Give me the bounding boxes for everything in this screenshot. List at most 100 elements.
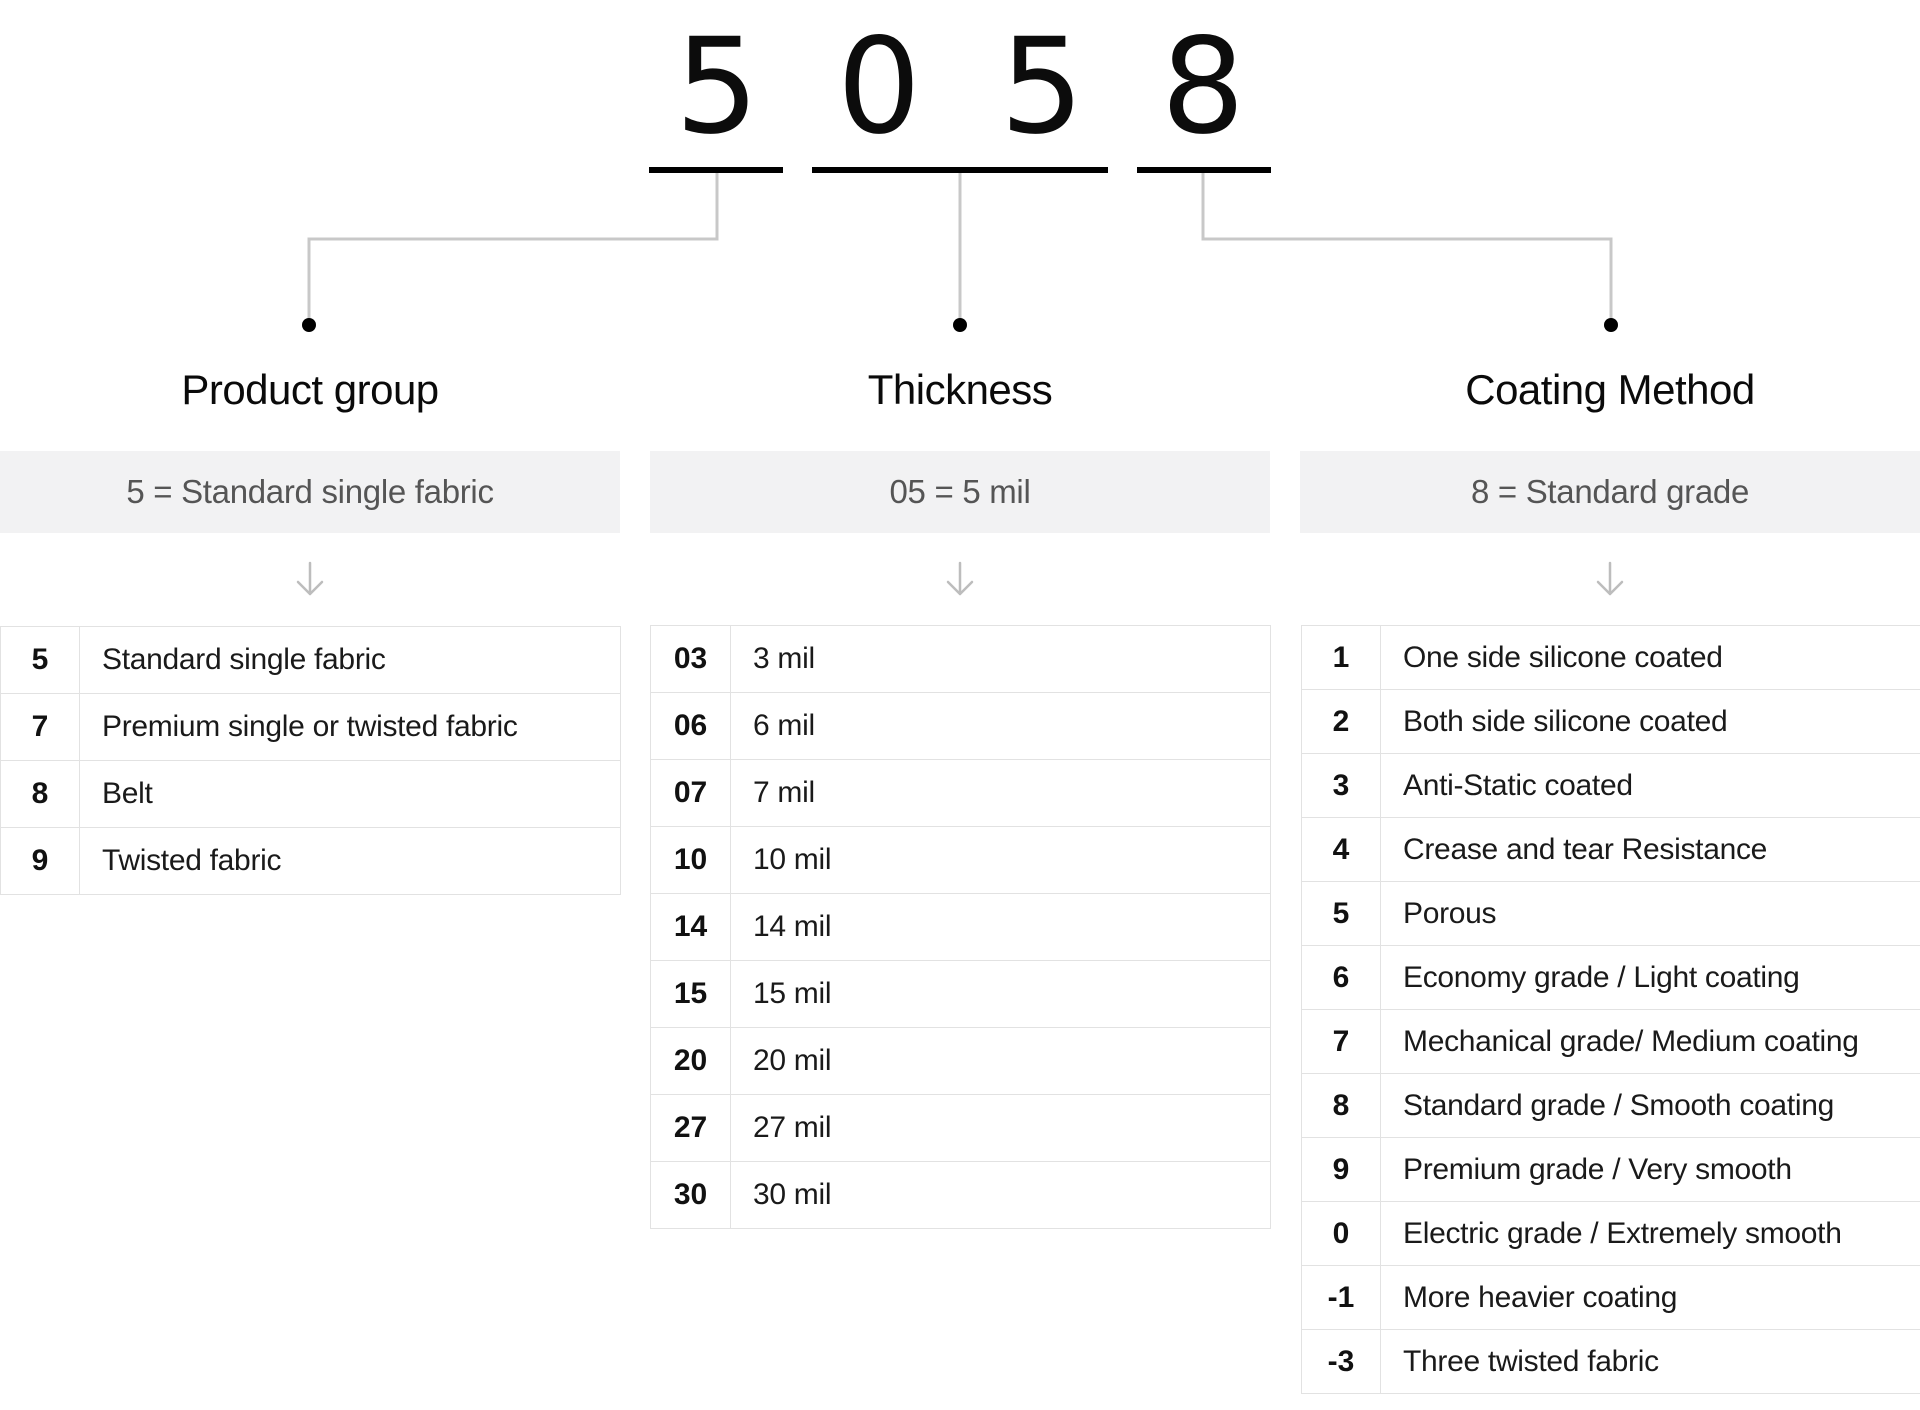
row-label: Crease and tear Resistance (1380, 817, 1920, 882)
row-label: Belt (79, 760, 621, 828)
row-code: 8 (0, 760, 80, 828)
row-code: 9 (0, 827, 80, 895)
row-label: Premium grade / Very smooth (1380, 1137, 1920, 1202)
row-code: 5 (0, 626, 80, 694)
coating-method-heading: Coating Method (1465, 366, 1755, 413)
dot-icon (302, 318, 316, 332)
arrow-down-icon (1596, 561, 1624, 596)
row-label: Mechanical grade/ Medium coating (1380, 1009, 1920, 1074)
row-code: 5 (1301, 881, 1381, 946)
arrow-down-icon (296, 561, 324, 596)
row-label: Both side silicone coated (1380, 689, 1920, 754)
row-label: More heavier coating (1380, 1265, 1920, 1330)
thickness-selected: 05 = 5 mil (650, 451, 1270, 533)
row-label: Porous (1380, 881, 1920, 946)
row-label: 3 mil (730, 625, 1271, 693)
row-label: Economy grade / Light coating (1380, 945, 1920, 1010)
coating-method-selected: 8 = Standard grade (1300, 451, 1920, 533)
code-digit-4: 8 (1161, 10, 1245, 164)
product-group-heading: Product group (181, 366, 439, 413)
row-code: 0 (1301, 1201, 1381, 1266)
row-label: 14 mil (730, 893, 1271, 961)
row-label: Standard single fabric (79, 626, 621, 694)
row-label: 27 mil (730, 1094, 1271, 1162)
row-code: 2 (1301, 689, 1381, 754)
product-group-selected: 5 = Standard single fabric (0, 451, 620, 533)
row-label: 6 mil (730, 692, 1271, 760)
row-label: 20 mil (730, 1027, 1271, 1095)
row-code: 30 (650, 1161, 731, 1229)
row-label: Twisted fabric (79, 827, 621, 895)
row-label: One side silicone coated (1380, 625, 1920, 690)
code-digit-2: 0 (837, 10, 921, 164)
thickness-heading: Thickness (867, 366, 1053, 413)
row-label: 10 mil (730, 826, 1271, 894)
connector-lines (302, 173, 1618, 332)
row-label: Three twisted fabric (1380, 1329, 1920, 1394)
row-code: 15 (650, 960, 731, 1028)
row-code: 7 (0, 693, 80, 761)
code-digit-3: 5 (1000, 10, 1084, 164)
row-code: 7 (1301, 1009, 1381, 1074)
row-code: 14 (650, 893, 731, 961)
row-label: Anti-Static coated (1380, 753, 1920, 818)
dot-icon (953, 318, 967, 332)
coating-method-connector (1201, 173, 1613, 325)
row-code: 9 (1301, 1137, 1381, 1202)
arrow-down-icon (946, 561, 974, 596)
row-code: 1 (1301, 625, 1381, 690)
coating-method-underline (1137, 167, 1271, 173)
row-code: 20 (650, 1027, 731, 1095)
code-digit-1: 5 (675, 10, 759, 164)
row-code: 10 (650, 826, 731, 894)
dot-icon (1604, 318, 1618, 332)
row-label: 30 mil (730, 1161, 1271, 1229)
product-group-underline (649, 167, 783, 173)
row-code: 03 (650, 625, 731, 693)
row-code: 3 (1301, 753, 1381, 818)
row-label: Standard grade / Smooth coating (1380, 1073, 1920, 1138)
row-code: 07 (650, 759, 731, 827)
row-code: 4 (1301, 817, 1381, 882)
row-code: 6 (1301, 945, 1381, 1010)
row-label: Electric grade / Extremely smooth (1380, 1201, 1920, 1266)
row-label: Premium single or twisted fabric (79, 693, 621, 761)
row-code: 8 (1301, 1073, 1381, 1138)
row-label: 15 mil (730, 960, 1271, 1028)
product-group-connector (307, 173, 719, 325)
row-label: 7 mil (730, 759, 1271, 827)
row-code: -1 (1301, 1265, 1381, 1330)
row-code: -3 (1301, 1329, 1381, 1394)
row-code: 27 (650, 1094, 731, 1162)
thickness-underline (812, 167, 1108, 173)
row-code: 06 (650, 692, 731, 760)
